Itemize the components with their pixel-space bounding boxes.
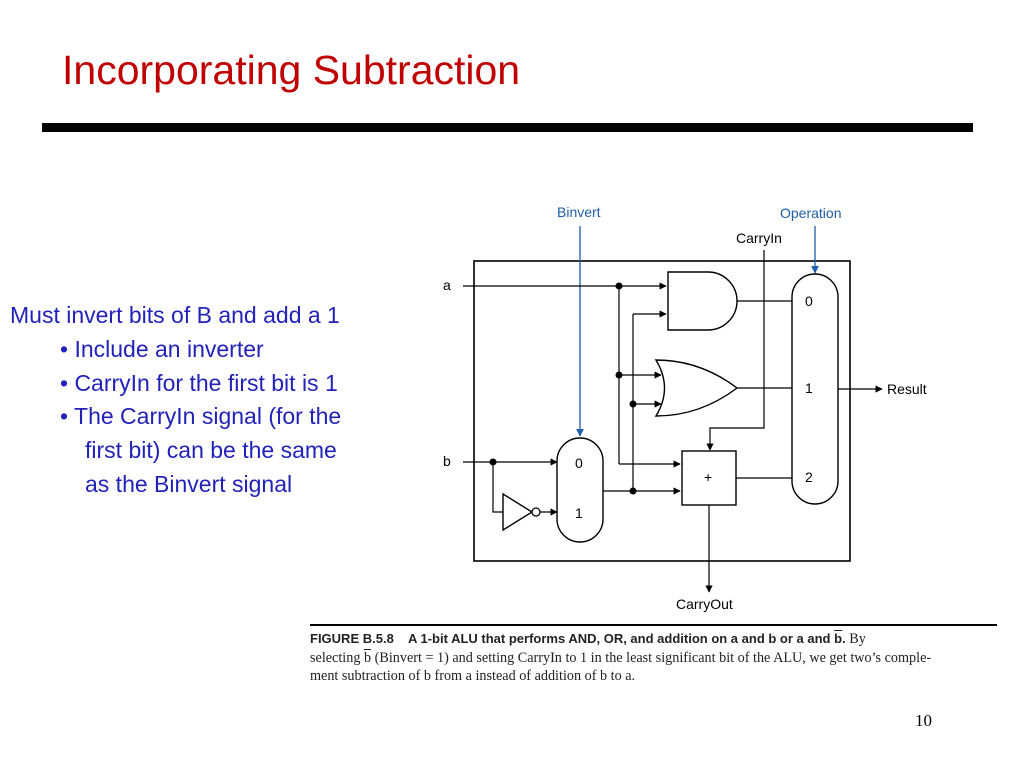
b-mux (556, 437, 604, 543)
result-mux (791, 273, 839, 505)
caption-line1-end: By (845, 631, 866, 647)
caption-title: A 1-bit ALU that performs AND, OR, and a… (407, 631, 835, 646)
result-mux-input-1: 1 (805, 380, 813, 396)
operation-label: Operation (780, 205, 841, 221)
caption-line-2: selecting b (Binvert = 1) and setting Ca… (310, 649, 1000, 668)
caption-line2-rest: (Binvert = 1) and setting CarryIn to 1 i… (371, 649, 932, 666)
carryin-label: CarryIn (736, 230, 782, 246)
caption-figure-label: FIGURE B.5.8 (310, 631, 394, 646)
junction-bmux-or (629, 400, 637, 408)
result-mux-input-2: 2 (805, 469, 813, 485)
bullet-main: Must invert bits of B and add a 1 (10, 302, 340, 328)
caption-title-b-bar: b (834, 631, 843, 646)
b-mux-input-0: 0 (575, 455, 583, 471)
caption-line2-b-bar: b (363, 649, 372, 666)
alu-boundary-box (473, 260, 851, 562)
input-b-label: b (443, 453, 451, 469)
bullet-item-carryin-signal: • The CarryIn signal (for the (60, 403, 342, 430)
caption-line-3: ment subtraction of b from a instead of … (310, 668, 636, 685)
caption-line2-start: selecting (310, 649, 364, 666)
figure-caption: FIGURE B.5.8 A 1-bit ALU that performs A… (310, 630, 1000, 686)
or-gate (654, 359, 739, 417)
bullet-item-continuation-1: first bit) can be the same (85, 437, 337, 464)
b-to-inverter (492, 462, 503, 513)
inverter-bubble (531, 507, 541, 517)
bullet-list: Must invert bits of B and add a 1 • Incl… (10, 299, 341, 502)
junction-a-or (615, 371, 623, 379)
bullet-item-carryin: • CarryIn for the first bit is 1 (60, 369, 338, 396)
adder-symbol: + (704, 469, 712, 485)
title-divider (42, 123, 973, 132)
inverter-gate (502, 492, 534, 532)
and-gate (667, 271, 738, 331)
result-label: Result (887, 381, 927, 397)
carryin-line (706, 250, 765, 451)
caption-line-1: FIGURE B.5.8 A 1-bit ALU that performs A… (310, 630, 1000, 649)
input-a-label: a (443, 277, 451, 293)
bullet-item-continuation-2: as the Binvert signal (85, 470, 293, 497)
bullet-item-inverter: • Include an inverter (60, 335, 264, 362)
caption-title-end: . (842, 631, 846, 646)
carryout-label: CarryOut (676, 596, 733, 612)
b-mux-input-1: 1 (575, 505, 583, 521)
slide-title: Incorporating Subtraction (62, 47, 521, 93)
page-number: 10 (915, 711, 932, 730)
binvert-label: Binvert (557, 204, 601, 220)
result-mux-input-0: 0 (805, 293, 813, 309)
